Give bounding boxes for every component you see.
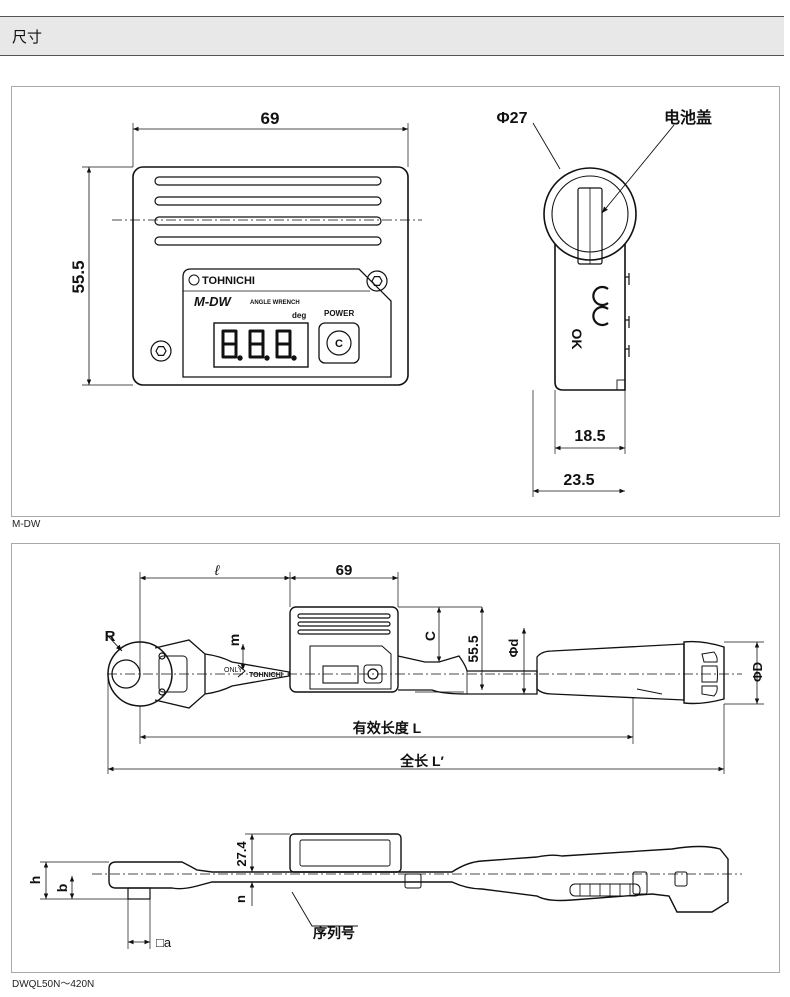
side-body-outline	[554, 205, 626, 391]
dim-69-label: 69	[336, 562, 353, 579]
mdw-module	[289, 606, 399, 693]
square-drive-side	[127, 887, 151, 900]
lcd-display	[213, 322, 309, 368]
vent-slot	[154, 196, 382, 206]
total-length-label: 全长 L′	[399, 753, 444, 769]
brand-on-wrench: TOHNICHI	[249, 672, 283, 679]
fig1-caption: M-DW	[12, 519, 41, 530]
end-cap	[683, 640, 725, 705]
mdw-drawing: 69 55.5 TOHNICHI M-DW ANGLE WRENCH deg P…	[69, 108, 712, 497]
dim-height-label: 55.5	[69, 260, 88, 293]
wrench-side-view	[108, 845, 729, 913]
dwql-drawing-panel: ℓ 69 R m C 55.5 Φd ΦD ONLY TOHNICHI 有效长度…	[11, 543, 780, 973]
dim-diameter-label: Φ27	[497, 110, 528, 127]
faceplate	[182, 268, 392, 378]
effective-length-label: 有效长度 L	[353, 720, 422, 736]
mdw-module-side	[289, 833, 402, 873]
brand-label: TOHNICHI	[202, 275, 255, 287]
section-header: 尺寸	[0, 16, 784, 56]
hex-screw-icon	[371, 276, 383, 286]
power-icon	[326, 330, 352, 356]
display-digits	[221, 329, 297, 361]
dim-55-5-label: 55.5	[465, 635, 481, 662]
dim-27-4-label: 27.4	[234, 841, 249, 867]
hex-screw-icon	[366, 270, 388, 292]
dim-phi-d-label: Φd	[506, 639, 521, 658]
brand-logo-icon	[188, 274, 200, 286]
dim-23-5-label: 23.5	[563, 472, 594, 489]
serial-label: 序列号	[313, 925, 355, 941]
battery-cover-label: 电池盖	[664, 108, 712, 127]
ok-mark: OK	[569, 329, 585, 350]
power-label: POWER	[324, 309, 354, 318]
section-title: 尺寸	[12, 29, 43, 46]
vent-slot	[154, 176, 382, 186]
dim-n-label: n	[233, 895, 248, 903]
power-button[interactable]	[318, 322, 360, 364]
dim-width-label: 69	[261, 109, 280, 128]
mdw-drawing-panel: 69 55.5 TOHNICHI M-DW ANGLE WRENCH deg P…	[11, 86, 780, 517]
unit-label: deg	[292, 311, 306, 320]
mini-display	[322, 665, 359, 684]
fig2-caption: DWQL50N～420N	[12, 979, 95, 990]
svg-text:C: C	[335, 338, 343, 350]
hex-screw-icon	[150, 340, 172, 362]
dim-b-label: b	[54, 884, 70, 893]
model-label: M-DW	[194, 294, 233, 309]
only-label: ONLY	[224, 667, 243, 674]
dim-c-label: C	[422, 631, 438, 641]
vent-slot	[154, 216, 382, 226]
dim-a-label: □a	[156, 935, 172, 950]
grip-handle	[536, 643, 685, 701]
dim-phi-D-label: ΦD	[750, 662, 765, 682]
dim-h-label: h	[27, 876, 43, 885]
front-body-outline	[132, 166, 409, 386]
dwql-drawing: ℓ 69 R m C 55.5 Φd ΦD ONLY TOHNICHI 有效长度…	[27, 562, 765, 950]
dim-l-label: ℓ	[214, 562, 220, 578]
ce-mark-icon	[592, 285, 609, 307]
dim-18-5-label: 18.5	[574, 428, 605, 445]
hex-screw-icon	[155, 346, 167, 356]
dim-r-label: R	[105, 628, 116, 645]
model-sub-label: ANGLE WRENCH	[250, 300, 300, 306]
vent-slot	[154, 236, 382, 246]
dim-m-label: m	[226, 634, 242, 646]
